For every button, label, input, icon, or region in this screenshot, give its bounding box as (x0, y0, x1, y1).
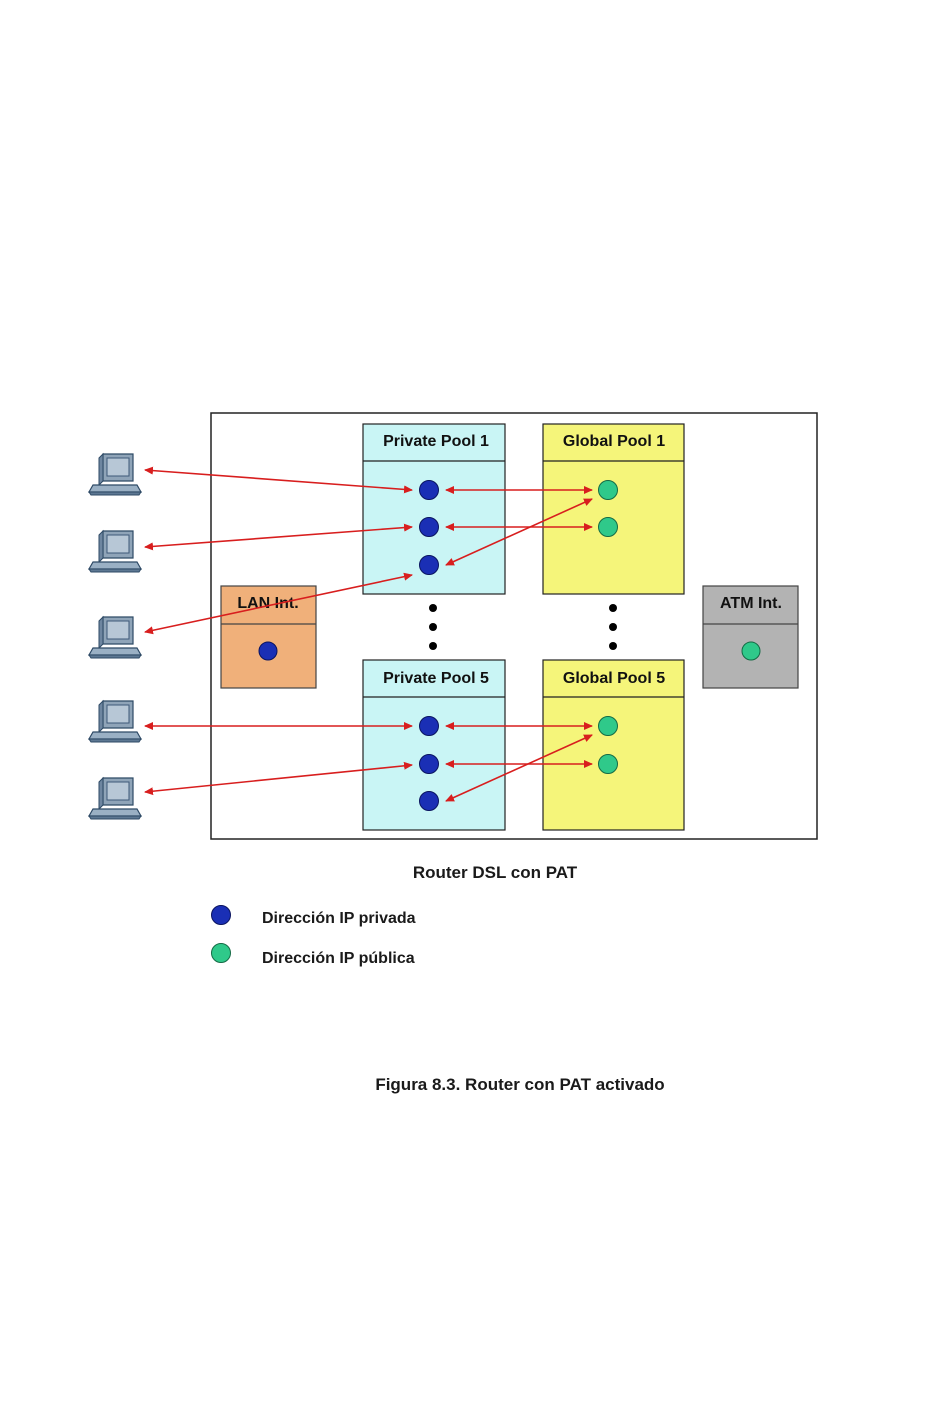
private-ip-dot (420, 556, 439, 575)
global-pool-1-box: Global Pool 1 (543, 424, 684, 594)
legend-private-swatch (212, 906, 231, 925)
global-pool-1-title: Global Pool 1 (563, 433, 665, 450)
public-ip-dot (599, 481, 618, 500)
lan-private-ip-dot (259, 642, 277, 660)
lan-interface-box: LAN Int. (221, 586, 316, 688)
private-ip-dot (420, 717, 439, 736)
private-pool-5-title: Private Pool 5 (383, 670, 489, 687)
public-ip-dot (599, 755, 618, 774)
global-pool-5-title: Global Pool 5 (563, 670, 665, 687)
pc-icon (89, 778, 141, 819)
figure-caption: Figura 8.3. Router con PAT activado (375, 1075, 664, 1094)
public-ip-dot (599, 717, 618, 736)
legend-public-swatch (212, 944, 231, 963)
legend: Dirección IP privada Dirección IP públic… (212, 906, 416, 968)
lan-interface-title: LAN Int. (237, 595, 298, 612)
pc-icon (89, 701, 141, 742)
private-pool-1-addresses (420, 481, 439, 575)
atm-interface-title: ATM Int. (720, 595, 782, 612)
pc-icon (89, 617, 141, 658)
router-caption: Router DSL con PAT (413, 863, 578, 882)
global-pool-5-box: Global Pool 5 (543, 660, 684, 830)
private-pool-5-addresses (420, 717, 439, 811)
pc-icon (89, 531, 141, 572)
private-ip-dot (420, 481, 439, 500)
legend-public-label: Dirección IP pública (262, 950, 415, 967)
atm-public-ip-dot (742, 642, 760, 660)
private-ip-dot (420, 792, 439, 811)
public-ip-dot (599, 518, 618, 537)
private-pool-1-title: Private Pool 1 (383, 433, 489, 450)
pc-icon (89, 454, 141, 495)
private-ip-dot (420, 518, 439, 537)
private-ip-dot (420, 755, 439, 774)
legend-private-label: Dirección IP privada (262, 910, 416, 927)
atm-interface-box: ATM Int. (703, 586, 798, 688)
